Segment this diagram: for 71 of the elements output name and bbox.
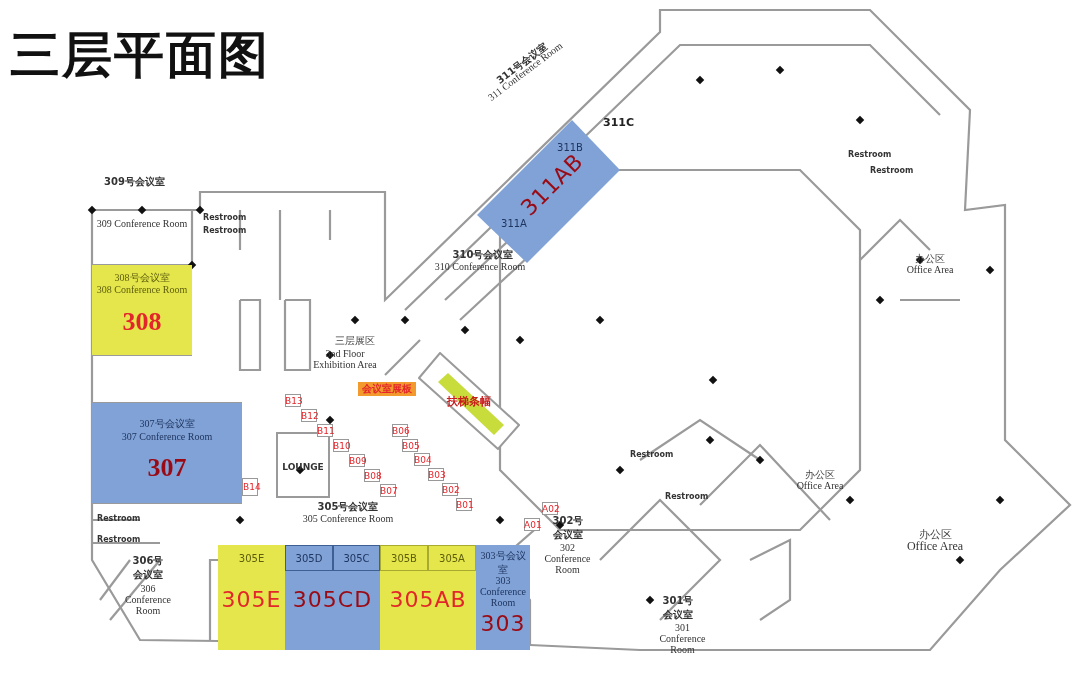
booth-box bbox=[242, 478, 258, 496]
room-name: 307 Conference Room bbox=[120, 431, 214, 442]
room-name: 305 Conference Room bbox=[301, 513, 395, 524]
room-name: 311A bbox=[500, 218, 528, 229]
room-name: 305E bbox=[237, 553, 266, 564]
room-name: 308 Conference Room bbox=[95, 284, 189, 295]
room-name: 307号会议室 bbox=[138, 417, 196, 431]
meeting-room bbox=[92, 403, 242, 503]
meeting-room bbox=[380, 545, 428, 571]
meeting-room bbox=[218, 545, 285, 650]
meeting-room bbox=[285, 545, 380, 650]
room-name: 305D bbox=[294, 553, 324, 564]
room-name: 310 Conference Room bbox=[433, 261, 527, 272]
room-number: 305E bbox=[220, 587, 283, 612]
meeting-room bbox=[333, 545, 380, 571]
room-name: 305号会议室 bbox=[316, 500, 380, 514]
meeting-room bbox=[380, 545, 476, 650]
booth-number: B05 bbox=[402, 440, 418, 451]
area-label: Office Area bbox=[905, 264, 955, 275]
room-name: 311B bbox=[556, 142, 584, 153]
room-name: 311C bbox=[603, 116, 636, 129]
meeting-room bbox=[285, 545, 333, 571]
booth-number: B11 bbox=[317, 425, 333, 436]
area-label: Office Area bbox=[795, 480, 845, 491]
room-name: 303号会议室 bbox=[479, 549, 527, 577]
room-name: 305C bbox=[342, 553, 371, 564]
room-name: 305A bbox=[438, 553, 466, 564]
booth-number: A02 bbox=[542, 503, 558, 514]
booth-number: B07 bbox=[380, 485, 396, 496]
room-name: 309 Conference Room bbox=[95, 218, 189, 229]
room-name: 302 Conference Room bbox=[543, 542, 592, 575]
booth-number: B09 bbox=[349, 455, 365, 466]
booth-number: B08 bbox=[364, 470, 380, 481]
banner-text: 会议室展板 bbox=[361, 382, 413, 396]
room-number: 307 bbox=[146, 453, 188, 483]
area-label: 办公区 bbox=[917, 527, 953, 541]
title: 三层平面图 bbox=[10, 25, 270, 86]
room-name: 308号会议室 bbox=[113, 271, 171, 285]
area-label: 办公区 bbox=[804, 468, 836, 481]
room-name: 302号会议室 bbox=[551, 514, 585, 542]
lounge-area bbox=[276, 432, 330, 498]
meeting-room bbox=[92, 265, 192, 355]
booth-number: B14 bbox=[243, 482, 259, 492]
room-number: 305AB bbox=[388, 587, 468, 612]
booth-number: B12 bbox=[301, 410, 317, 421]
meeting-room bbox=[428, 545, 476, 571]
room-name: 310号会议室 bbox=[451, 248, 515, 262]
booth-number: B04 bbox=[414, 454, 430, 465]
room-number: 305CD bbox=[291, 587, 374, 612]
area-label: 三层展区 bbox=[334, 334, 376, 348]
booth-number: B03 bbox=[428, 469, 444, 480]
room-number: 303 bbox=[479, 611, 527, 636]
room-name: 305B bbox=[390, 553, 418, 564]
room-name: 306号会议室 bbox=[131, 554, 165, 582]
room-name: 306 Conference Room bbox=[123, 583, 173, 616]
room-block bbox=[218, 500, 476, 650]
meeting-room bbox=[476, 545, 530, 650]
room-name: 301号会议室 bbox=[661, 594, 695, 622]
room-number: 308 bbox=[121, 307, 163, 337]
room-name: 303 Conference Room bbox=[478, 575, 528, 608]
area-label: 办公区 bbox=[914, 252, 946, 265]
booth-number: A01 bbox=[524, 519, 540, 530]
booth-number: B13 bbox=[285, 395, 301, 406]
booth-number: B10 bbox=[333, 440, 349, 451]
booth-number: B02 bbox=[442, 484, 458, 495]
booth-number: B01 bbox=[456, 499, 472, 510]
room-name: 309号会议室 bbox=[103, 175, 166, 189]
banner-text: 扶梯条幅 bbox=[446, 394, 492, 409]
booth-number: B06 bbox=[392, 425, 408, 436]
room-name: 301 Conference Room bbox=[658, 622, 707, 655]
area-label: Office Area bbox=[905, 539, 965, 554]
